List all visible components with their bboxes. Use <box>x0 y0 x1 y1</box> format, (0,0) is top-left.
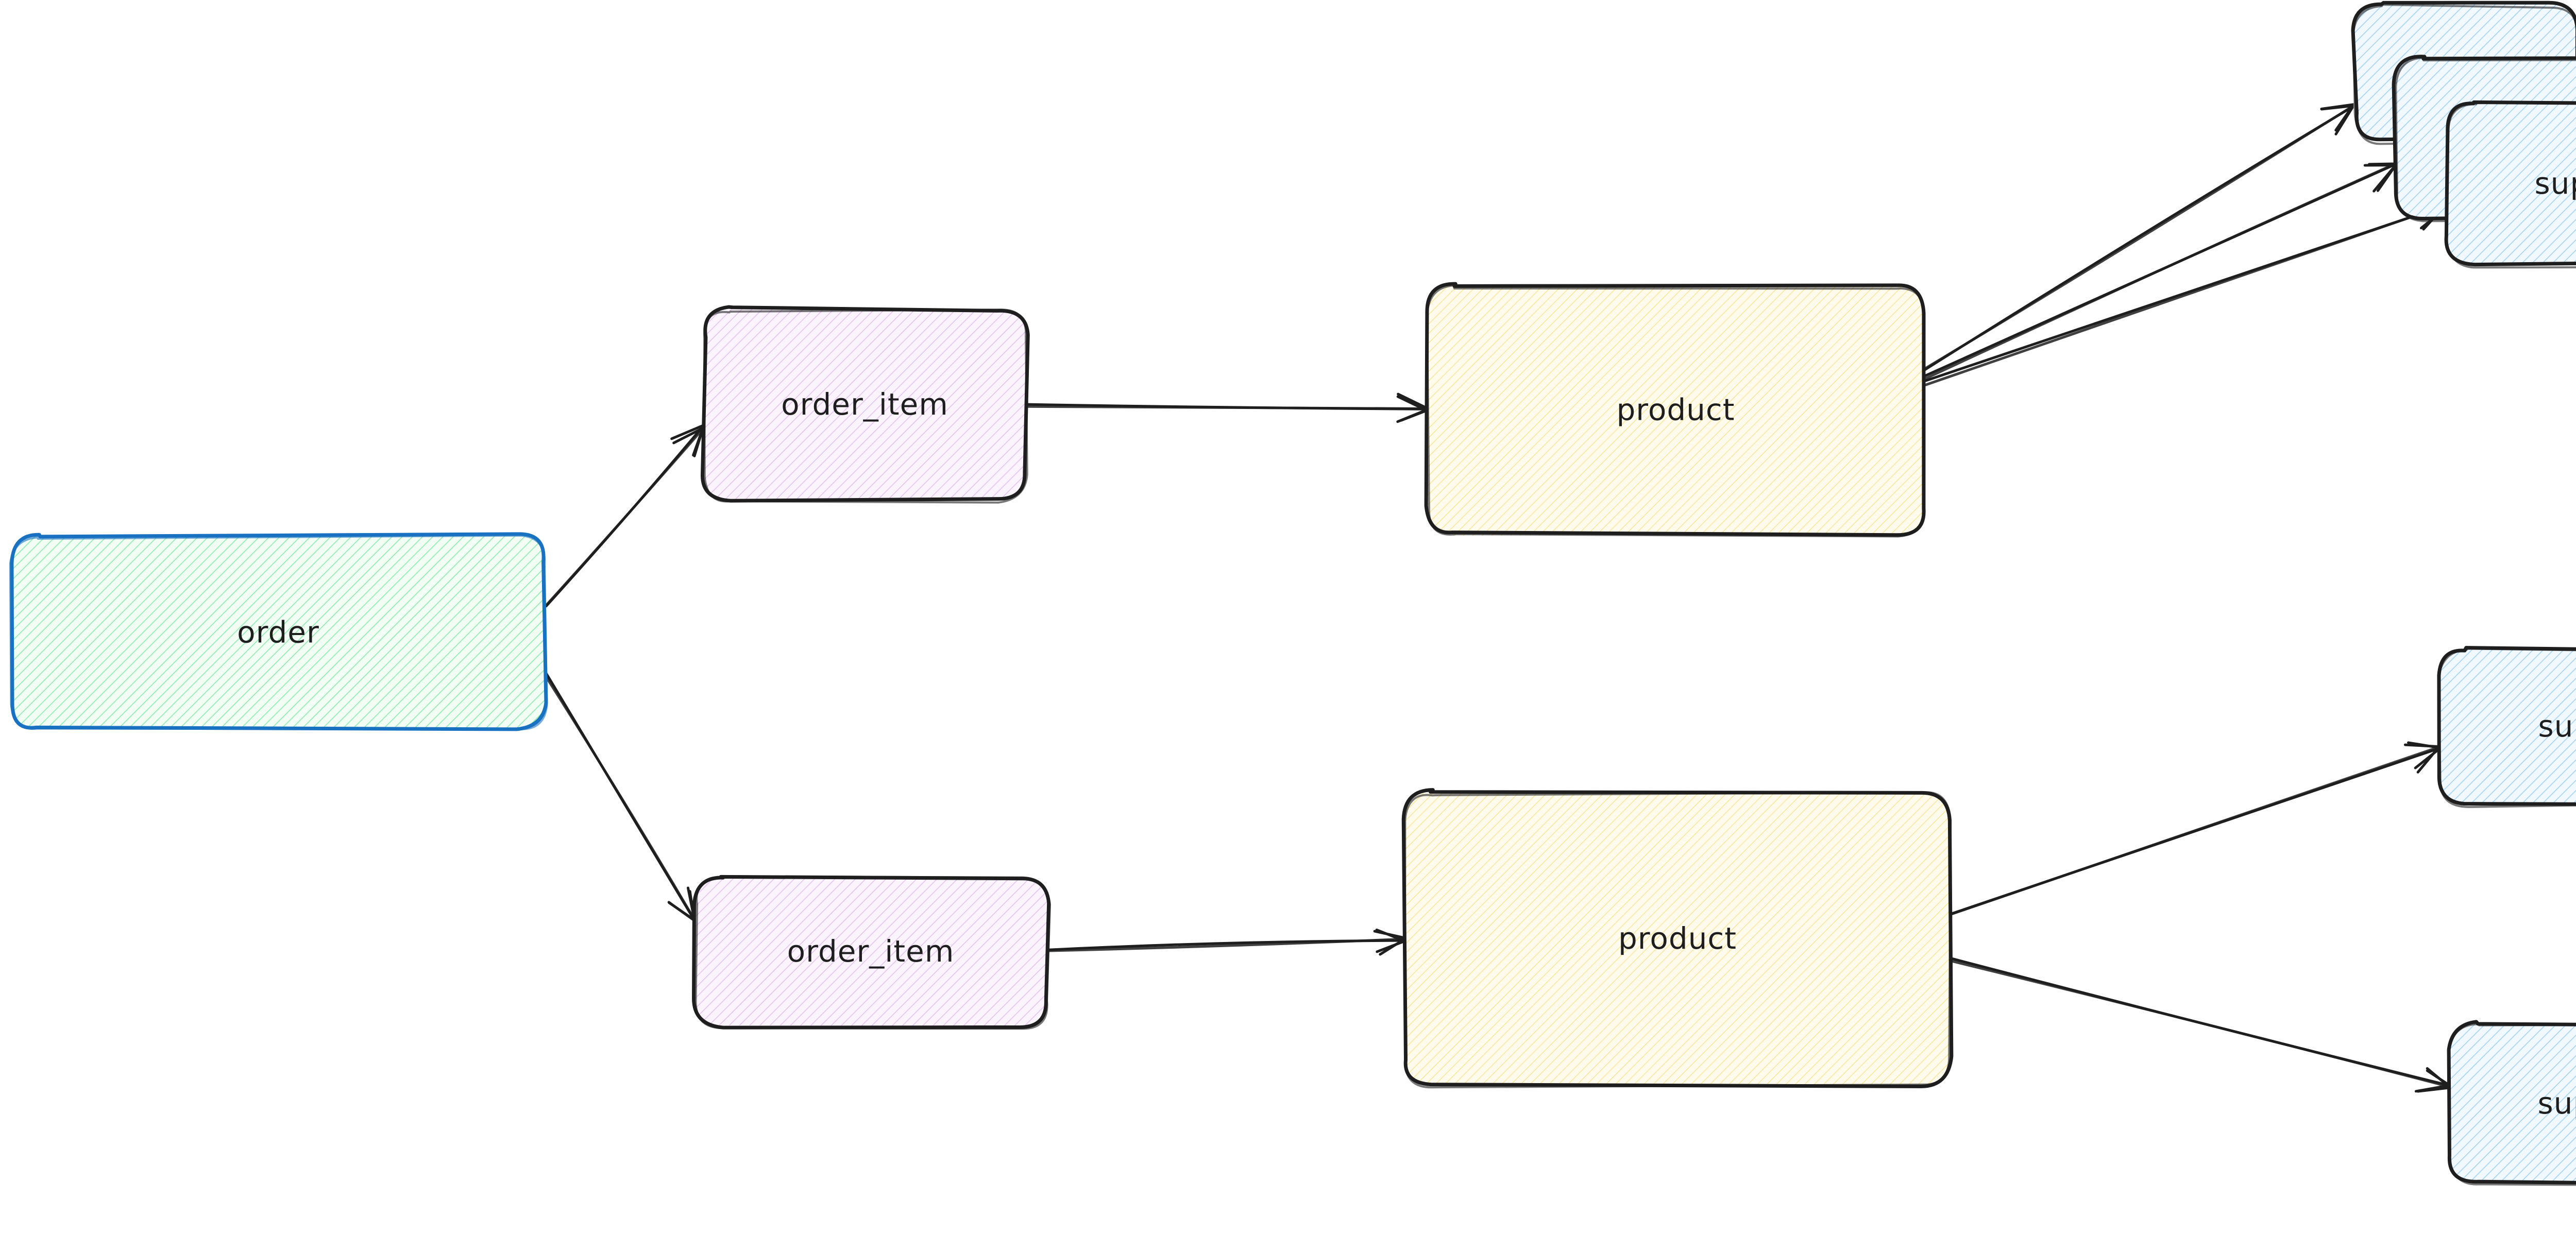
node-hatch-fill <box>2449 1023 2576 1184</box>
node-hatch-fill <box>1405 792 1950 1085</box>
node-wash <box>1405 792 1951 1085</box>
edge-order-to-order_item_top[interactable] <box>543 424 706 608</box>
node-product_bottom[interactable]: product <box>1401 788 1954 1089</box>
node-outline <box>694 875 1052 1030</box>
node-wash <box>2438 647 2576 805</box>
node-label-supply_b1: supply <box>2538 709 2576 744</box>
node-wash <box>11 535 546 729</box>
node-product_top[interactable]: product <box>1424 282 1926 538</box>
edge-product_bottom-to-supply_b2[interactable] <box>1947 956 2452 1093</box>
node-wash <box>2445 102 2576 264</box>
node-wash <box>2449 1022 2576 1183</box>
node-hatch-fill <box>704 308 1027 500</box>
node-outline <box>1426 284 1926 538</box>
node-hatch-fill <box>694 876 1048 1026</box>
node-hatch-fill <box>10 535 546 730</box>
node-outline <box>2444 100 2576 267</box>
edge-order_item_top-to-product_top[interactable] <box>1023 392 1429 423</box>
node-outline <box>2445 102 2576 269</box>
node-supply_t3[interactable]: supply <box>2444 100 2576 269</box>
node-order_item_top[interactable]: order_item <box>701 305 1030 504</box>
node-supply_b1[interactable]: supply <box>2437 646 2576 808</box>
node-outline <box>1404 791 1952 1089</box>
node-order[interactable]: order <box>9 532 548 731</box>
node-outline <box>2447 1023 2576 1186</box>
node-label-order_item_bottom: order_item <box>787 934 955 969</box>
nodes-layer: orderorder_itemorder_itemproductproducts… <box>9 1 2576 1186</box>
node-hatch-fill <box>2438 648 2576 806</box>
node-label-order: order <box>237 615 319 650</box>
edge-order_item_bottom-to-product_bottom[interactable] <box>1044 928 1408 956</box>
node-outline <box>2437 646 2576 806</box>
node-hatch-fill <box>2447 102 2576 264</box>
node-hatch-fill <box>1427 284 1924 536</box>
edge-product_top-to-supply_t3[interactable] <box>1923 199 2449 387</box>
node-label-product_top: product <box>1616 392 1735 427</box>
edge-order-to-order_item_bottom[interactable] <box>543 670 696 922</box>
node-outline <box>2437 647 2576 808</box>
node-outline <box>9 534 548 730</box>
node-wash <box>703 309 1025 500</box>
edge-product_top-to-supply_t1[interactable] <box>1922 103 2356 372</box>
node-outline <box>2392 55 2576 220</box>
node-label-order_item_top: order_item <box>781 387 948 422</box>
node-label-product_bottom: product <box>1618 921 1737 956</box>
edge-product_bottom-to-supply_b1[interactable] <box>1947 741 2443 917</box>
node-label-supply_b2: supply <box>2537 1086 2576 1121</box>
edge-product_top-to-supply_t2[interactable] <box>1922 162 2399 381</box>
node-label-supply_t3: supply <box>2534 166 2576 201</box>
node-outline <box>703 309 1028 504</box>
node-wash <box>1426 284 1924 535</box>
node-order_item_bottom[interactable]: order_item <box>692 875 1052 1030</box>
node-wash <box>694 876 1046 1027</box>
edges-layer <box>543 103 2452 1093</box>
node-supply_b2[interactable]: supply <box>2447 1020 2576 1186</box>
